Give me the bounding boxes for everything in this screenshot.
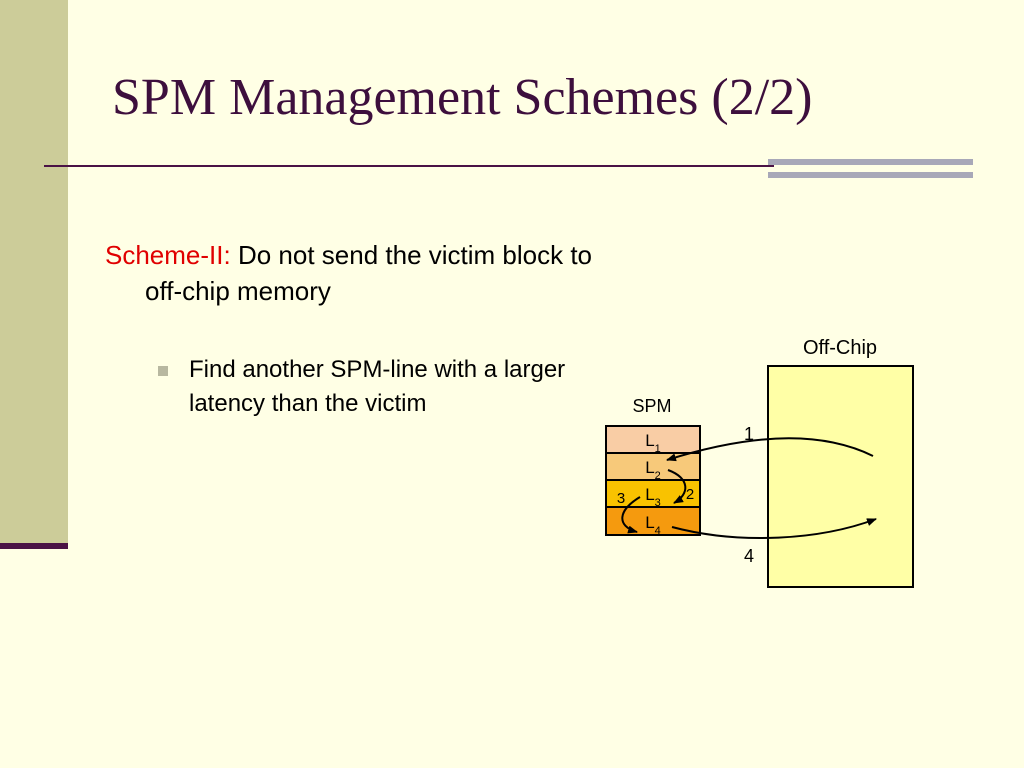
square-bullet-icon — [158, 366, 168, 376]
bullet-text: Find another SPM-line with a larger late… — [189, 356, 566, 417]
step-3-label: 3 — [617, 490, 625, 507]
spm-line-1: L1 — [605, 425, 701, 455]
spm-line-cell — [605, 425, 701, 454]
left-accent-base — [0, 543, 68, 549]
scheme-text: Do not send the victim block to off-chip… — [145, 240, 593, 306]
slide-title: SPM Management Schemes (2/2) — [112, 69, 813, 126]
spm-line-label: L2 — [645, 458, 661, 482]
scheme-paragraph: Scheme-II: Do not send the victim block … — [105, 237, 605, 309]
arrow-step-1 — [666, 437, 874, 462]
offchip-memory-box — [767, 365, 914, 588]
scheme-label: Scheme-II: — [105, 240, 231, 270]
spm-line-cell — [605, 452, 701, 481]
spm-line-label: L3 — [645, 485, 661, 509]
title-accent-bar-bottom — [768, 172, 973, 178]
left-accent-band — [0, 0, 68, 546]
arrow-step-2 — [667, 469, 687, 504]
arrow-step-3 — [621, 496, 641, 534]
spm-line-4: L4 — [605, 506, 701, 537]
spm-line-2: L2 — [605, 452, 701, 482]
spm-line-label: L1 — [645, 431, 661, 455]
spm-label: SPM — [632, 396, 671, 416]
arrow-step-4 — [671, 518, 877, 540]
step-1-label: 1 — [744, 424, 754, 444]
step-4-label: 4 — [744, 546, 754, 566]
step-2-label: 2 — [686, 486, 694, 503]
spm-line-label: L4 — [645, 513, 661, 537]
title-accent-bar-top — [768, 159, 973, 165]
title-underline — [44, 165, 774, 167]
offchip-label: Off-Chip — [803, 337, 877, 359]
